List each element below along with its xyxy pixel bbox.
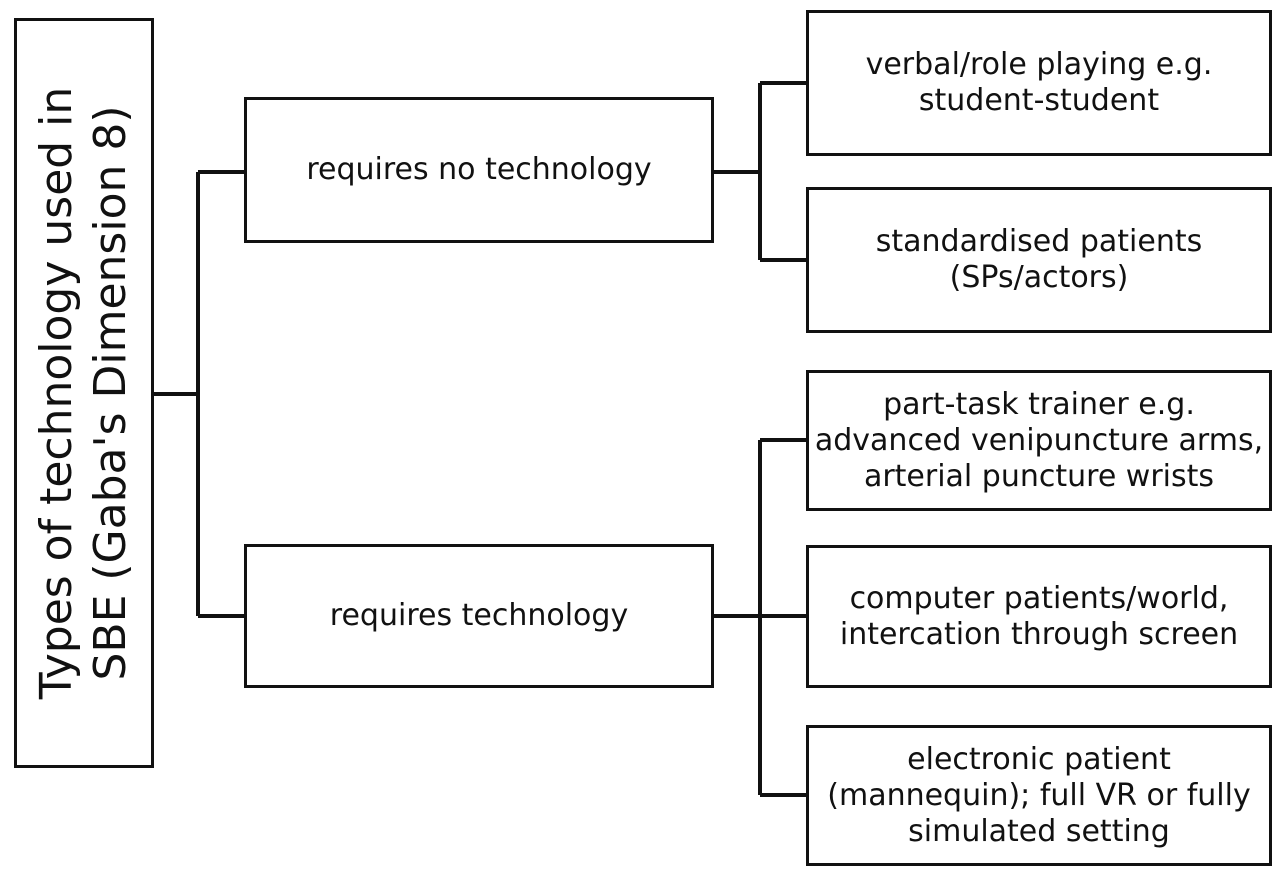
root-node: Types of technology used in SBE (Gaba's …	[14, 18, 154, 768]
node-requires-technology: requires technology	[244, 544, 714, 688]
leaf-label: computer patients/world, intercation thr…	[839, 580, 1239, 652]
root-label: Types of technology used in SBE (Gaba's …	[31, 86, 136, 700]
leaf-label: verbal/role playing e.g. student-student	[865, 47, 1213, 118]
leaf-verbal-role-playing: verbal/role playing e.g. student-student	[806, 10, 1272, 156]
leaf-label: standardised patients (SPs/actors)	[875, 224, 1203, 295]
node-label: requires technology	[329, 598, 629, 633]
leaf-label: electronic patient (mannequin); full VR …	[827, 741, 1251, 849]
leaf-standardised-patients: standardised patients (SPs/actors)	[806, 187, 1272, 333]
node-label: requires no technology	[306, 152, 652, 187]
node-requires-no-technology: requires no technology	[244, 97, 714, 243]
leaf-computer-patients: computer patients/world, intercation thr…	[806, 545, 1272, 688]
leaf-electronic-patient: electronic patient (mannequin); full VR …	[806, 725, 1272, 866]
leaf-label: part-task trainer e.g. advanced venipunc…	[814, 386, 1264, 494]
leaf-part-task-trainer: part-task trainer e.g. advanced venipunc…	[806, 370, 1272, 511]
